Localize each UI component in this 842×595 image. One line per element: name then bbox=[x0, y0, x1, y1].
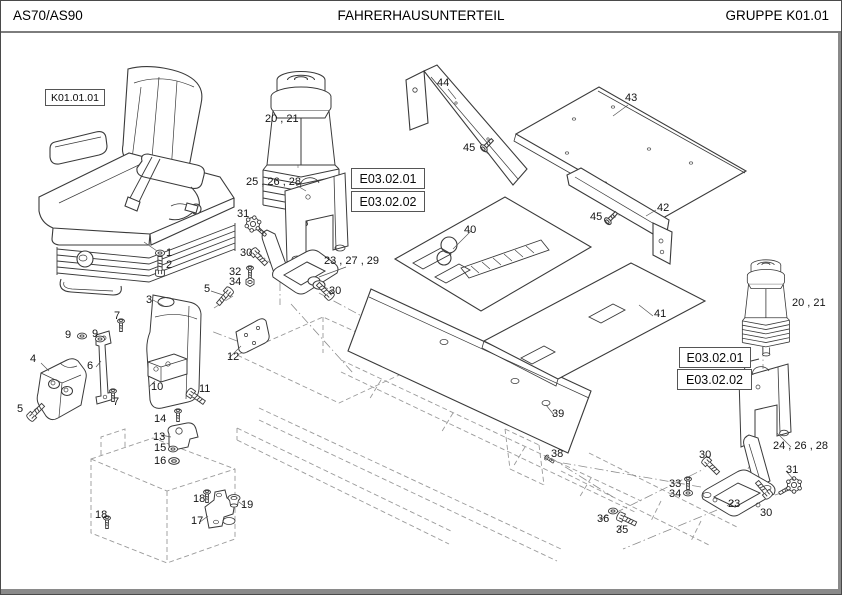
washer-36 bbox=[607, 507, 619, 515]
driver-seat bbox=[38, 66, 236, 296]
part-callout: 25 , 26 , 28 bbox=[246, 176, 301, 188]
part-callout: 4 bbox=[30, 353, 36, 365]
part-callout: 13 bbox=[153, 431, 165, 443]
suspension-bellows-right bbox=[741, 259, 790, 357]
part-callout: 15 bbox=[154, 442, 166, 454]
frame-left-23-27-29 bbox=[261, 229, 339, 295]
part-callout: 12 bbox=[227, 351, 239, 363]
part-callout: 30 bbox=[240, 247, 252, 259]
part-callout: 42 bbox=[657, 202, 669, 214]
part-callout: 41 bbox=[654, 308, 666, 320]
screw-14 bbox=[174, 408, 182, 422]
part-callout: 23 bbox=[728, 498, 740, 510]
part-callout: 33 bbox=[669, 478, 681, 490]
part-callout: 17 bbox=[191, 515, 203, 527]
block-10 bbox=[147, 353, 188, 383]
part-callout: 18 bbox=[95, 509, 107, 521]
page-edge-shadow-right bbox=[838, 1, 841, 594]
part-callout: 5 bbox=[17, 403, 23, 415]
page-header: AS70/AS90 FAHRERHAUSUNTERTEIL GRUPPE K01… bbox=[1, 1, 841, 33]
mount-parts-left bbox=[36, 294, 270, 529]
part-callout: 20 , 21 bbox=[792, 297, 826, 309]
washer-16 bbox=[168, 457, 180, 465]
frame-right-23 bbox=[701, 434, 776, 517]
ref-box-e03-02-01-left[interactable]: E03.02.01 bbox=[351, 168, 425, 189]
ref-box-e03-02-02-right[interactable]: E03.02.02 bbox=[677, 369, 752, 390]
part-callout: 36 bbox=[597, 513, 609, 525]
part-callout: 31 bbox=[237, 208, 249, 220]
part-callout: 39 bbox=[552, 408, 564, 420]
washer-34-right bbox=[682, 489, 694, 497]
knob-31-right bbox=[775, 473, 806, 501]
part-callout: 7 bbox=[114, 310, 120, 322]
washer-15 bbox=[167, 445, 179, 453]
part-callout: 1 bbox=[166, 247, 172, 259]
part-callout: 43 bbox=[625, 92, 637, 104]
part-callout: 38 bbox=[551, 448, 563, 460]
panel-40-floor bbox=[393, 196, 593, 312]
part-callout: 14 bbox=[154, 413, 166, 425]
page-title: FAHRERHAUSUNTERTEIL bbox=[337, 8, 505, 23]
part-callout: 9 bbox=[92, 328, 98, 340]
rail-42 bbox=[566, 167, 673, 265]
part-callout: 10 bbox=[151, 381, 163, 393]
screw-33 bbox=[684, 476, 692, 490]
part-callout: 19 bbox=[241, 499, 253, 511]
group-code: GRUPPE K01.01 bbox=[725, 8, 829, 23]
part-callout: 30 bbox=[329, 285, 341, 297]
part-callout: 3 bbox=[146, 294, 152, 306]
bolt-5-upper bbox=[214, 285, 235, 308]
page-edge-shadow-bottom bbox=[1, 589, 841, 594]
part-callout: 34 bbox=[229, 276, 241, 288]
part-callout: 23 , 27 , 29 bbox=[324, 255, 379, 267]
part-callout: 45 bbox=[590, 211, 602, 223]
part-callout: 30 bbox=[699, 449, 711, 461]
part-callout: 6 bbox=[87, 360, 93, 372]
part-callout: 11 bbox=[199, 383, 210, 395]
part-callout: 20 , 21 bbox=[265, 113, 299, 125]
part-callout: 35 bbox=[616, 524, 628, 536]
part-callout: 40 bbox=[464, 224, 476, 236]
part-callout: 16 bbox=[154, 455, 166, 467]
part-callout: 24 , 26 , 28 bbox=[773, 440, 828, 452]
model-code: AS70/AS90 bbox=[13, 8, 83, 23]
nut-34-left bbox=[245, 276, 255, 288]
part-callout: 2 bbox=[166, 259, 172, 271]
part-callout: 34 bbox=[669, 488, 681, 500]
part-callout: 7 bbox=[113, 396, 119, 408]
part-callout: 31 bbox=[786, 464, 798, 476]
ref-box-k01-01-01[interactable]: K01.01.01 bbox=[45, 89, 105, 106]
leader-lines bbox=[40, 88, 795, 533]
part-callout: 32 bbox=[229, 266, 241, 278]
plate-12 bbox=[235, 318, 270, 354]
part-callout: 18 bbox=[193, 493, 205, 505]
ref-box-e03-02-02-left[interactable]: E03.02.02 bbox=[351, 191, 425, 212]
panel-41-floor bbox=[481, 262, 707, 387]
washer-9-a bbox=[76, 332, 88, 340]
part-callout: 30 bbox=[760, 507, 772, 519]
part-callout: 44 bbox=[437, 77, 449, 89]
chassis-frame-dashed bbox=[90, 316, 740, 564]
screw-32 bbox=[246, 265, 254, 279]
rail-44 bbox=[405, 64, 528, 186]
part-callout: 45 bbox=[463, 142, 475, 154]
ref-box-e03-02-01-right[interactable]: E03.02.01 bbox=[679, 347, 751, 368]
callout-labels: 1 2 3 4 5 5 6 7 7 9 9 10 11 12 13 14 15 … bbox=[17, 77, 828, 536]
part-callout: 9 bbox=[65, 329, 71, 341]
part-callout: 5 bbox=[204, 283, 210, 295]
